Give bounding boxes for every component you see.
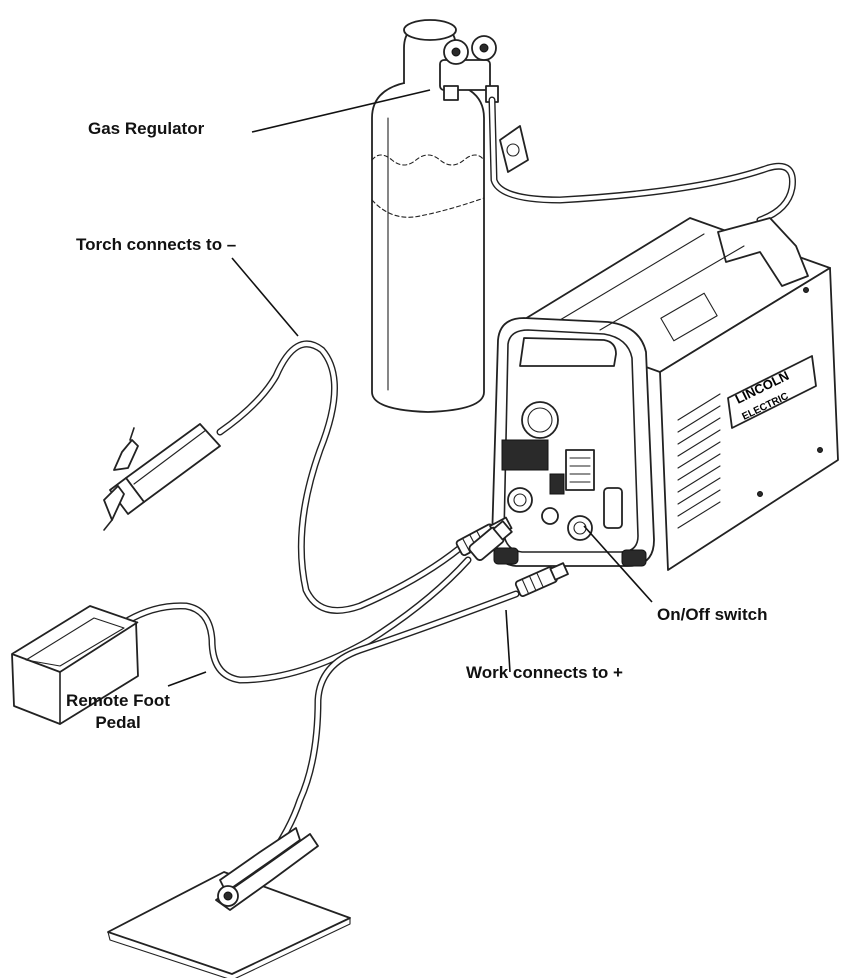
leader-work <box>505 609 511 673</box>
leader-torch <box>231 257 299 337</box>
label-remote-pedal: Remote Foot Pedal <box>48 690 188 734</box>
gas-cylinder-icon <box>371 19 529 413</box>
label-torch: Torch connects to – <box>76 235 237 254</box>
leader-on-off <box>583 525 653 603</box>
output-terminals <box>507 487 623 541</box>
control-knob-icon <box>521 401 559 439</box>
foot-pedal-icon <box>11 605 139 725</box>
tig-torch-icon <box>103 423 221 531</box>
gas-regulator-icon <box>439 35 499 103</box>
label-remote-pedal-line1: Remote Foot <box>66 691 170 710</box>
label-work: Work connects to + <box>466 663 623 682</box>
work-clamp-icon <box>215 827 319 911</box>
leader-pedal <box>167 671 207 687</box>
pedal-cable <box>112 520 513 684</box>
on-off-switch-icon <box>549 473 565 495</box>
work-cable <box>264 562 569 864</box>
label-gas-regulator: Gas Regulator <box>88 119 205 138</box>
lincoln-logo: LINCOLN ELECTRIC <box>727 355 817 429</box>
leader-gas-regulator <box>251 89 431 133</box>
label-remote-pedal-line2: Pedal <box>95 713 141 732</box>
work-plate-icon <box>107 871 351 978</box>
welding-machine-icon: LINCOLN ELECTRIC <box>491 217 839 571</box>
side-vents <box>677 393 721 529</box>
label-on-off-switch: On/Off switch <box>657 605 768 624</box>
front-display <box>565 449 595 491</box>
gas-hose <box>488 96 796 224</box>
